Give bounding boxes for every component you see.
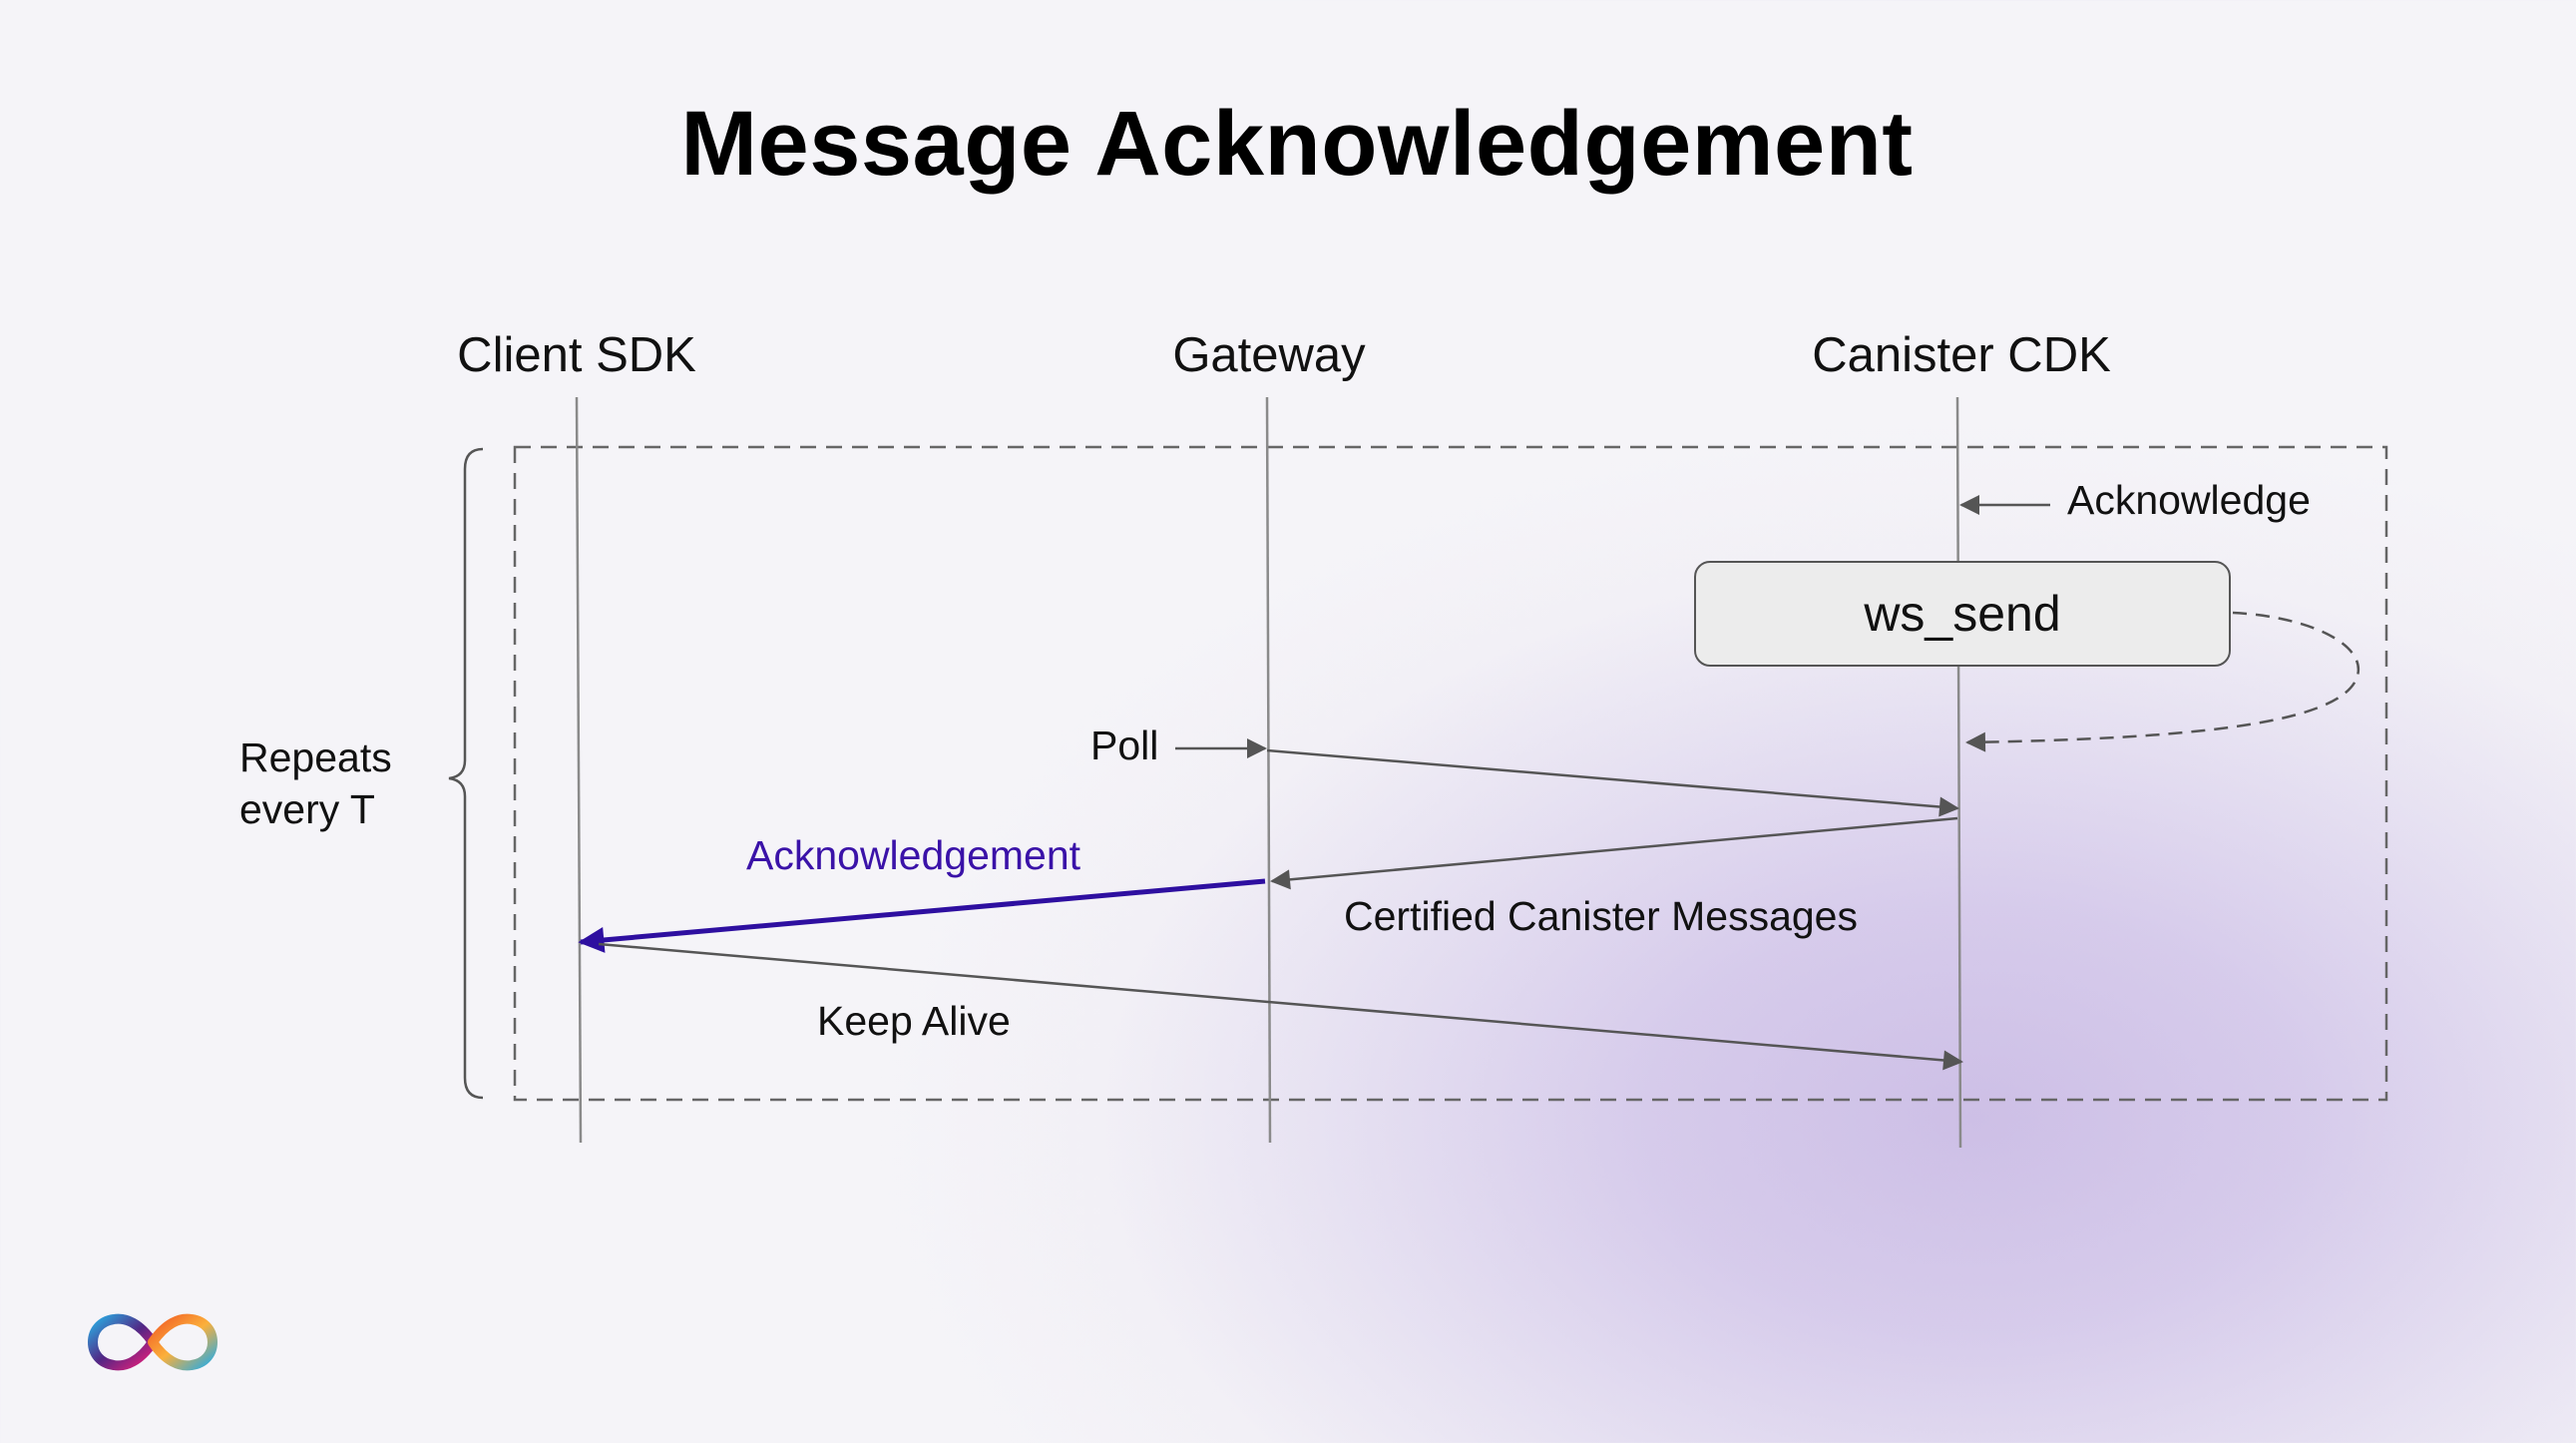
lifeline-client-sdk xyxy=(575,396,583,1144)
poll-request-arrow xyxy=(1266,748,1959,817)
poll-label: Poll xyxy=(1090,722,1159,768)
keep-alive-label: Keep Alive xyxy=(817,998,1011,1044)
acknowledgement-label: Acknowledgement xyxy=(746,832,1081,878)
ws-send-label: ws_send xyxy=(1864,586,2061,642)
ws-send-box: ws_send xyxy=(1694,561,2231,667)
loop-frame xyxy=(513,445,2388,1102)
acknowledgement-arrow xyxy=(578,878,1266,953)
acknowledge-label: Acknowledge xyxy=(2067,477,2311,523)
lifeline-gateway xyxy=(1265,396,1272,1144)
repeats-label: Repeats every T xyxy=(239,734,392,832)
lifeline-canister-cdk xyxy=(1955,396,1962,1149)
page-title: Message Acknowledgement xyxy=(680,93,1914,195)
ws-send-loop-arrow xyxy=(1965,611,2361,752)
certified-messages-label: Certified Canister Messages xyxy=(1344,893,1858,939)
certified-messages-arrow xyxy=(1270,816,1958,890)
lane-label-client-sdk: Client SDK xyxy=(457,328,696,382)
keep-alive-arrow xyxy=(598,942,1963,1071)
lane-label-gateway: Gateway xyxy=(1172,328,1366,382)
repeat-brace xyxy=(448,447,484,1100)
lane-label-canister-cdk: Canister CDK xyxy=(1812,328,2111,382)
infinity-logo-icon xyxy=(87,1309,218,1380)
